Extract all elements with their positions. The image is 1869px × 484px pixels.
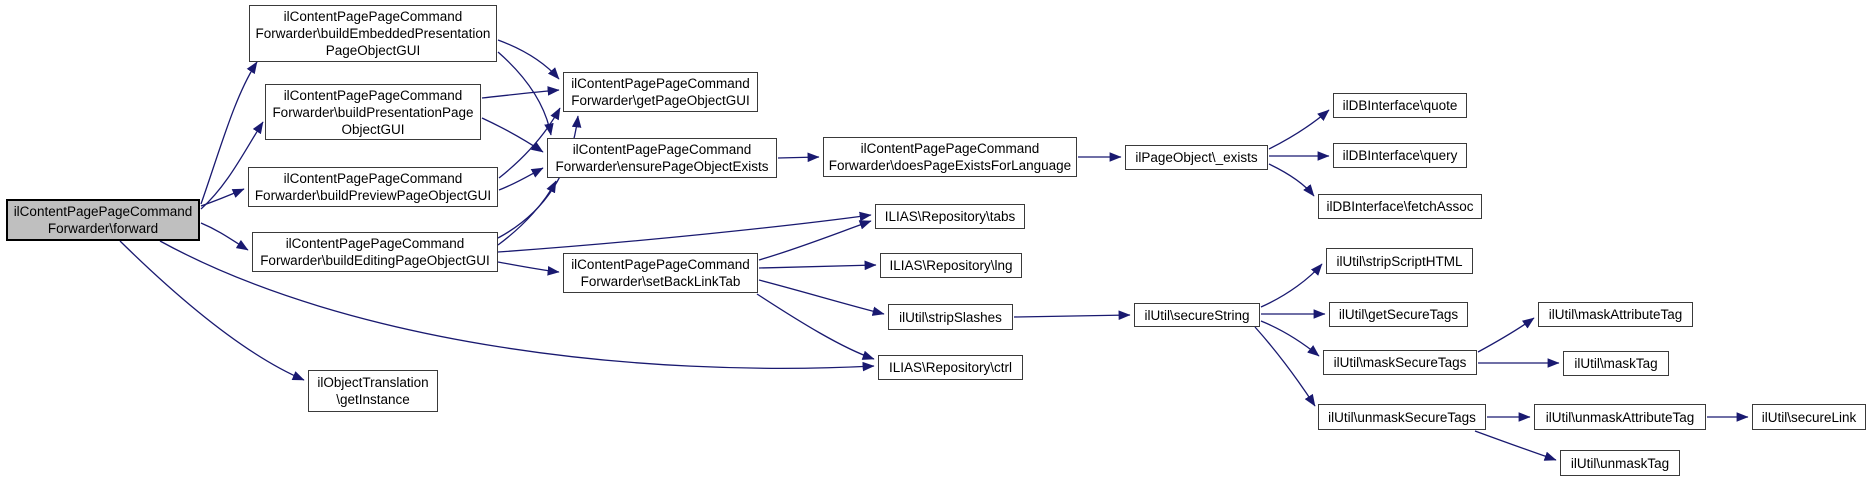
edge-forward-getInstance	[119, 240, 305, 381]
node-does-page-exists-for-language[interactable]: ilContentPagePageCommand Forwarder\doesP…	[823, 137, 1077, 177]
edge-unmaskSecureTags-unmaskTag	[1474, 430, 1557, 461]
node-secure-link[interactable]: ilUtil\secureLink	[1752, 404, 1866, 430]
node-unmask-secure-tags[interactable]: ilUtil\unmaskSecureTags	[1318, 404, 1486, 430]
node-set-back-link-tab[interactable]: ilContentPagePageCommand Forwarder\setBa…	[563, 253, 758, 293]
node-repository-lng[interactable]: ILIAS\Repository\lng	[880, 253, 1022, 278]
edge-buildEditing-ensurePageObjectExists	[497, 180, 557, 246]
node-mask-tag[interactable]: ilUtil\maskTag	[1563, 351, 1669, 376]
edge-secureString-stripScriptHTML	[1260, 263, 1323, 308]
node-secure-string[interactable]: ilUtil\secureString	[1134, 303, 1260, 327]
edge-forward-buildEmbedded	[200, 61, 258, 205]
node-build-embedded-presentation-page-object-gui[interactable]: ilContentPagePageCommand Forwarder\build…	[249, 5, 497, 62]
node-mask-secure-tags[interactable]: ilUtil\maskSecureTags	[1323, 350, 1477, 375]
edge-buildPresentation-getPageObjectGUI	[481, 86, 560, 99]
node-object-translation-get-instance[interactable]: ilObjectTranslation \getInstance	[308, 370, 438, 412]
edge-ensure-doesPageExists	[777, 152, 820, 163]
edge-buildPreview-getPageObjectGUI	[498, 107, 561, 179]
edge-setBackLinkTab-stripSlashes	[758, 279, 885, 316]
edge-forward-buildPreview	[200, 188, 245, 207]
edge-maskSecureTags-maskAttributeTag	[1477, 317, 1535, 353]
edge-secureString-unmaskSecureTags	[1254, 326, 1316, 407]
node-page-object-exists[interactable]: ilPageObject\_exists	[1125, 145, 1268, 170]
edge-buildPreview-ensurePageObjectExists	[498, 167, 544, 191]
edge-buildPresentation-ensurePageObjectExists	[481, 117, 544, 153]
edge-setBackLinkTab-ctrl	[756, 293, 875, 360]
node-build-presentation-page-object-gui[interactable]: ilContentPagePageCommand Forwarder\build…	[265, 84, 481, 140]
node-db-fetch-assoc[interactable]: ilDBInterface\fetchAssoc	[1318, 194, 1482, 219]
node-db-query[interactable]: ilDBInterface\query	[1333, 143, 1467, 168]
edge-secureString-maskSecureTags	[1260, 320, 1320, 357]
edge-forward-buildEditing	[200, 222, 249, 251]
edge-setBackLinkTab-lng	[758, 260, 877, 271]
edge-exists-quote	[1268, 109, 1330, 150]
node-strip-slashes[interactable]: ilUtil\stripSlashes	[888, 304, 1013, 330]
edge-buildEmbedded-getPageObjectGUI	[497, 39, 560, 80]
node-get-secure-tags[interactable]: ilUtil\getSecureTags	[1329, 302, 1468, 327]
node-forward[interactable]: ilContentPagePageCommand Forwarder\forwa…	[6, 199, 200, 241]
node-strip-script-html[interactable]: ilUtil\stripScriptHTML	[1326, 248, 1473, 274]
node-unmask-attribute-tag[interactable]: ilUtil\unmaskAttributeTag	[1534, 404, 1706, 430]
node-mask-attribute-tag[interactable]: ilUtil\maskAttributeTag	[1538, 302, 1693, 327]
edge-buildEditing-setBackLinkTab	[497, 261, 560, 276]
node-repository-tabs[interactable]: ILIAS\Repository\tabs	[875, 204, 1025, 229]
node-repository-ctrl[interactable]: ILIAS\Repository\ctrl	[878, 355, 1023, 380]
edge-forward-buildPresentation	[200, 121, 264, 210]
node-get-page-object-gui[interactable]: ilContentPagePageCommand Forwarder\getPa…	[563, 72, 758, 112]
edge-buildEditing-tabs	[497, 211, 872, 253]
node-unmask-tag[interactable]: ilUtil\unmaskTag	[1560, 450, 1680, 476]
node-db-quote[interactable]: ilDBInterface\quote	[1333, 93, 1467, 118]
edge-setBackLinkTab-tabs	[758, 220, 872, 261]
edge-forward-ctrl	[159, 240, 875, 372]
node-build-editing-page-object-gui[interactable]: ilContentPagePageCommand Forwarder\build…	[252, 232, 498, 272]
node-build-preview-page-object-gui[interactable]: ilContentPagePageCommand Forwarder\build…	[248, 167, 498, 207]
edge-stripSlashes-secureString	[1013, 310, 1131, 320]
edge-exists-fetchAssoc	[1268, 163, 1315, 197]
node-ensure-page-object-exists[interactable]: ilContentPagePageCommand Forwarder\ensur…	[547, 138, 777, 178]
